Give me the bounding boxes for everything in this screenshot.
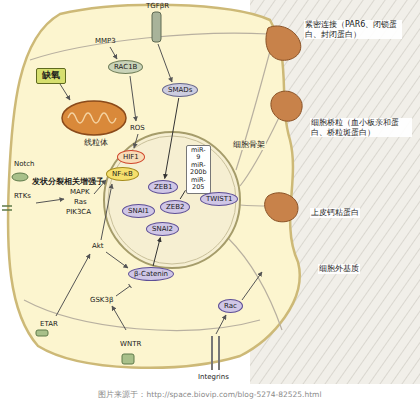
protein-oval: Rac xyxy=(218,299,243,313)
node-text: SNAI2 xyxy=(152,225,173,233)
e-cadherin-junction xyxy=(265,193,298,222)
kinase-label: GSK3β xyxy=(90,296,113,304)
protein-oval: β-Catenin xyxy=(128,267,174,281)
nuclear-envelope xyxy=(108,136,236,264)
node-text: β-Catenin xyxy=(134,270,168,278)
node-text: 缺氧 xyxy=(42,71,60,81)
junction-label: 上皮钙粘蛋白 xyxy=(310,208,360,218)
signal-arrow xyxy=(134,134,138,148)
tgfbr-receptor xyxy=(152,12,161,42)
signal-connector xyxy=(153,237,160,266)
molecule-label: ROS xyxy=(130,124,145,132)
receptor-label: WNTR xyxy=(120,340,141,348)
nucleus xyxy=(104,132,240,268)
organelle-label: 线粒体 xyxy=(84,138,108,147)
node-text: Rac xyxy=(224,302,237,310)
cytoskeleton-fiber xyxy=(30,33,268,60)
receptor-label: ETAR xyxy=(40,320,58,328)
node-text: SMADs xyxy=(168,86,192,94)
image-caption: 图片来源于：http://space.biovip.com/blog-5274-… xyxy=(0,390,420,400)
inhibit-arrow xyxy=(116,286,130,296)
node-text: RAC1B xyxy=(114,63,137,71)
node-text: HIF1 xyxy=(123,153,139,161)
cytoskeleton-fiber xyxy=(236,44,272,170)
cytoskeleton-fiber xyxy=(228,238,282,330)
cytoskeleton xyxy=(24,33,284,330)
kinase-label: Ras xyxy=(74,198,87,206)
signal-arrow xyxy=(101,184,112,240)
receptor-label: TGFβR xyxy=(146,2,169,10)
hypoxia-box: 缺氧 xyxy=(36,68,66,84)
protein-oval: NF-κB xyxy=(106,167,139,181)
signal-arrow xyxy=(112,306,126,330)
structure-label: 细胞骨架 xyxy=(232,140,266,150)
cytoskeleton-fiber xyxy=(24,300,260,330)
node-text: NF-κB xyxy=(112,170,133,178)
transcription-factor: SNAI2 xyxy=(146,222,179,236)
signal-arrow xyxy=(110,47,117,59)
signal-arrow xyxy=(36,199,64,203)
junction-label: 紧密连接（PAR6、闭锁蛋白、封闭蛋白） xyxy=(304,20,402,39)
signal-arrow xyxy=(106,252,128,268)
junction-label: 细胞桥粒（血小板亲和蛋白、桥粒斑蛋白） xyxy=(310,118,412,137)
integrin-receptor xyxy=(212,336,219,370)
node-text: TWIST1 xyxy=(206,195,232,203)
signal-connector xyxy=(180,190,185,199)
kinase-label: MAPK xyxy=(70,188,90,196)
wntr-receptor xyxy=(122,354,134,364)
enzyme-label: MMP3 xyxy=(95,37,116,45)
microrna-box: miR-9 miR-200b miR-205 xyxy=(186,145,211,194)
signal-arrow xyxy=(158,44,172,82)
signal-arrow xyxy=(56,254,90,316)
kinase-label: PIK3CA xyxy=(66,208,91,216)
node-text: miR-9 miR-200b miR-205 xyxy=(190,147,207,192)
signal-arrows xyxy=(36,44,262,334)
signal-arrow xyxy=(60,84,70,100)
signal-arrow xyxy=(216,315,226,334)
desmosome xyxy=(271,91,302,121)
kinase-label: Akt xyxy=(92,242,104,250)
rtk-receptor xyxy=(2,206,12,210)
mitochondrion xyxy=(62,101,126,135)
node-text: ZEB2 xyxy=(166,203,184,211)
receptor-label: RTKs xyxy=(14,192,31,200)
etar-receptor xyxy=(36,330,48,336)
cell-membrane xyxy=(8,5,300,368)
mitochondrion-cristae xyxy=(68,113,116,123)
signal-connector xyxy=(165,98,179,179)
transcription-factor: SNAI1 xyxy=(122,204,155,218)
node-text: SNAI1 xyxy=(128,207,149,215)
region-label: 细胞外基质 xyxy=(318,264,360,274)
notch-receptor xyxy=(12,173,28,181)
receptor-label: Notch xyxy=(14,160,35,168)
protein-oval: HIF1 xyxy=(117,150,145,164)
protein-label: 发状分裂相关增强子 xyxy=(32,177,104,186)
receptor-label: Integrins xyxy=(198,373,229,381)
signal-arrow xyxy=(242,272,262,300)
node-text: ZEB1 xyxy=(154,183,172,191)
tight-junction xyxy=(266,26,301,60)
signal-arrow xyxy=(130,76,136,121)
